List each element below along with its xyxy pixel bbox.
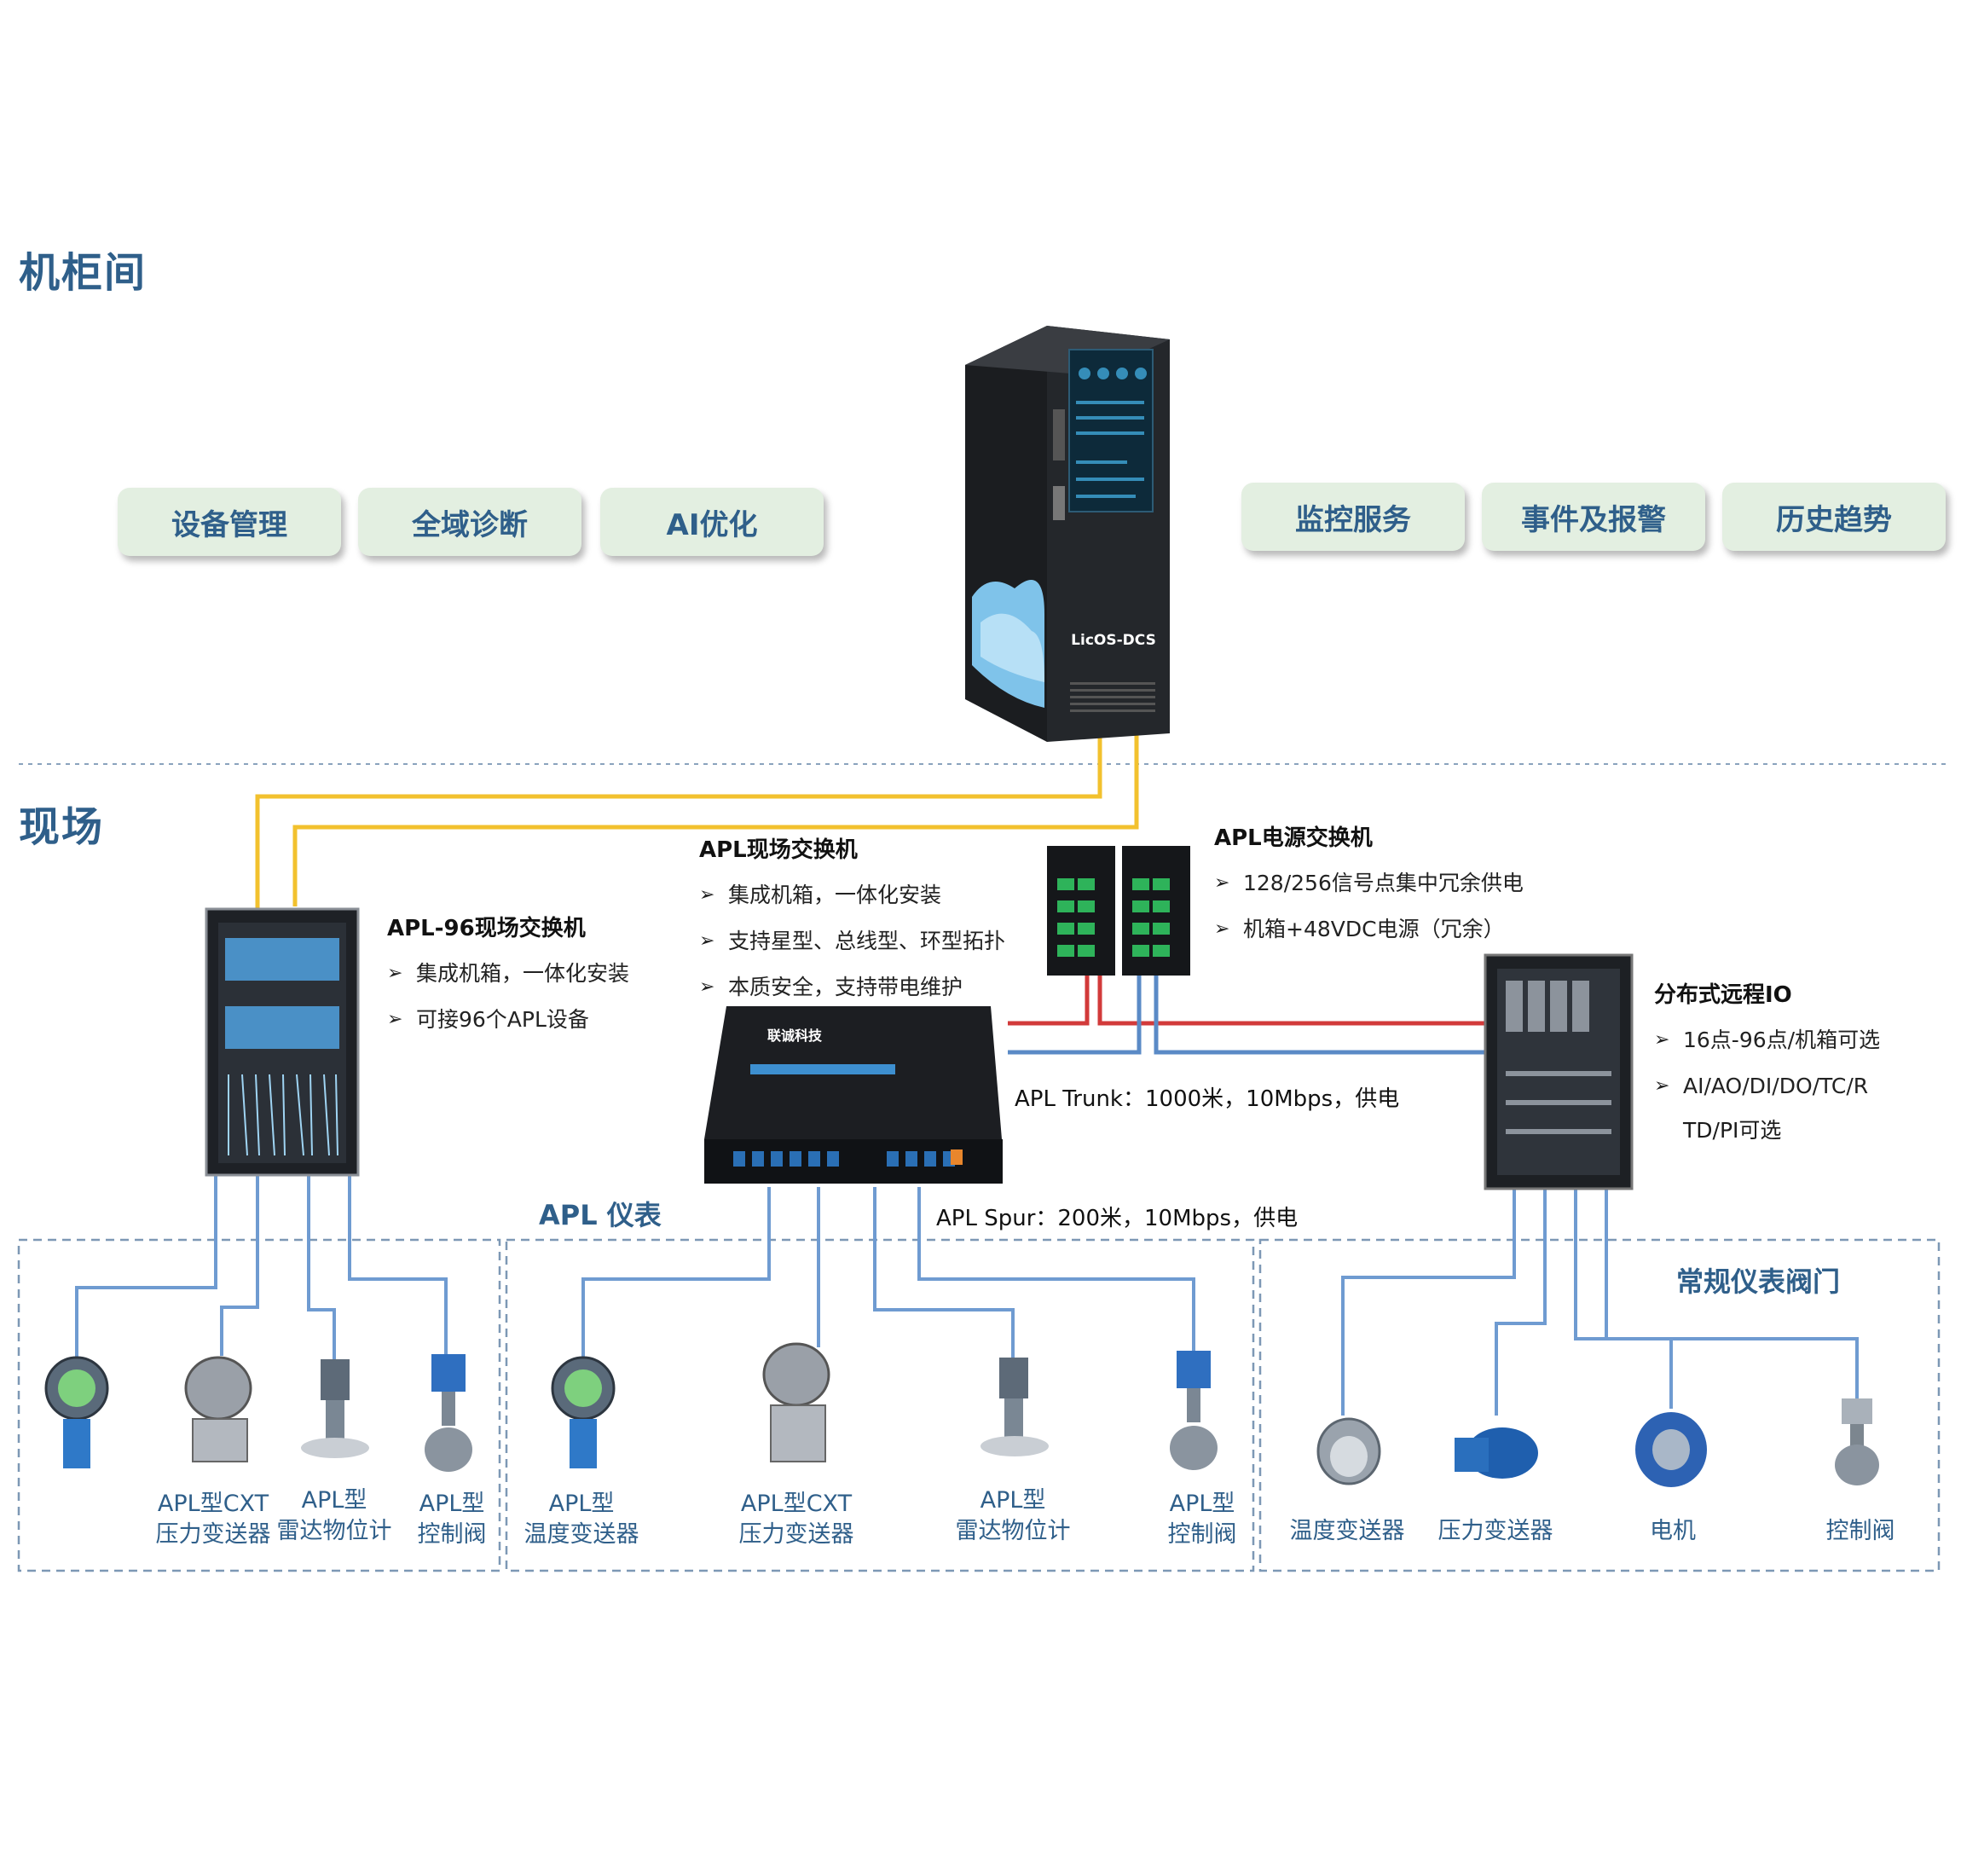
field-title: 现场 [19,803,105,851]
remote-io-bullet-continuation: TD/PI可选 [1683,1118,1782,1143]
instrument-label: APL型 温度变送器 [524,1489,639,1550]
instrument-label-line: APL型CXT [157,1491,269,1517]
licos-dcs-server-cabinet [965,326,1170,742]
remote-io-bullet: 16点-96点/机箱可选 [1654,1026,1910,1055]
instrument-label-line: 压力变送器 [738,1521,854,1548]
apl-field-switch-box [704,1006,1003,1184]
instrument-label-line: APL型 [1169,1491,1235,1517]
field-switch-info: APL现场交换机 集成机箱，一体化安装 支持星型、总线型、环型拓扑 本质安全，支… [699,832,1023,1002]
instrument-label-line: 温度变送器 [524,1521,639,1548]
apl-radar-level-meter-icon-2 [980,1358,1049,1456]
temperature-transmitter-icon-3 [1316,1417,1381,1485]
instrument-label: APL型 控制阀 [1168,1489,1237,1550]
apl-control-valve-icon-1 [425,1354,472,1472]
instrument-label: 温度变送器 [1289,1518,1405,1544]
instrument-label: 控制阀 [1825,1518,1895,1544]
instrument-label-line: APL型 [548,1491,615,1517]
trunk-spec: APL Trunk：1000米，10Mbps，供电 [1015,1086,1400,1112]
apl-power-switches [1047,846,1190,976]
instrument-label: 压力变送器 [1437,1518,1553,1544]
power-switch-bullet: 128/256信号点集中冗余供电 [1214,869,1538,898]
instrument-label-line: APL型CXT [740,1491,853,1517]
conventional-instruments-label: 常规仪表阀门 [1676,1265,1841,1298]
instrument-label: APL型 控制阀 [418,1489,487,1550]
apl-temperature-transmitter-icon-2 [551,1356,616,1468]
remote-io-cabinet [1484,953,1634,1190]
monitoring-service-button[interactable]: 监控服务 [1241,483,1465,551]
field-switch-title: APL现场交换机 [699,837,858,863]
power-switch-title: APL电源交换机 [1214,825,1373,851]
instrument-label: APL型CXT 压力变送器 [156,1489,271,1550]
signal-lines-blue [1008,976,1485,1055]
apl-cxt-pressure-transmitter-icon-1 [184,1356,252,1462]
events-alarms-button[interactable]: 事件及报警 [1482,483,1705,551]
apl-temperature-transmitter-icon-1 [44,1356,109,1468]
spur-lines-group-1 [75,1175,448,1363]
power-lines-red [1008,976,1485,1026]
pressure-transmitter-icon-3 [1455,1427,1538,1479]
instrument-label-line: APL型 [419,1491,485,1517]
remote-io-bullet: AI/AO/DI/DO/TC/R [1654,1072,1910,1101]
instrument-label-line: 雷达物位计 [955,1518,1071,1544]
apl96-info: APL-96现场交换机 集成机箱，一体化安装 可接96个APL设备 [387,911,660,1034]
apl96-title: APL-96现场交换机 [387,916,586,941]
apl-instruments-label: APL 仪表 [539,1199,662,1231]
instrument-label-line: 控制阀 [417,1521,487,1548]
instrument-label-line: 控制阀 [1167,1521,1237,1548]
instrument-label: APL型CXT 压力变送器 [739,1489,854,1550]
apl96-bullet: 集成机箱，一体化安装 [387,959,660,988]
field-switch-bullet: 本质安全，支持带电维护 [699,973,1023,1002]
apl-radar-level-meter-icon-1 [301,1359,369,1458]
remote-io-title: 分布式远程IO [1654,982,1792,1008]
apl96-bullet: 可接96个APL设备 [387,1005,660,1034]
device-management-button[interactable]: 设备管理 [118,488,341,556]
apl-cxt-pressure-transmitter-icon-2 [762,1342,830,1462]
control-valve-icon-3 [1835,1398,1879,1485]
io-lines-group-3 [1341,1189,1859,1416]
trunk-lines-yellow [255,733,1139,926]
field-switch-bullet: 集成机箱，一体化安装 [699,881,1023,910]
instrument-label-line: 雷达物位计 [276,1518,392,1544]
spur-spec: APL Spur：200米，10Mbps，供电 [936,1206,1299,1231]
instrument-label: APL型 雷达物位计 [277,1485,392,1547]
history-trend-button[interactable]: 历史趋势 [1722,483,1946,551]
instrument-label: 电机 [1650,1518,1696,1544]
spur-lines-group-2 [581,1187,1195,1360]
motor-icon [1635,1412,1707,1487]
field-switch-bullet: 支持星型、总线型、环型拓扑 [699,927,1023,956]
apl-control-valve-icon-2 [1170,1351,1218,1470]
switch-brand: 联诚科技 [767,1028,823,1044]
instrument-label-line: APL型 [301,1487,367,1514]
power-switch-info: APL电源交换机 128/256信号点集中冗余供电 机箱+48VDC电源（冗余） [1214,820,1538,944]
apl96-cabinet [205,907,360,1177]
instrument-label-line: APL型 [980,1487,1046,1514]
instrument-label: APL型 雷达物位计 [956,1485,1071,1547]
remote-io-info: 分布式远程IO 16点-96点/机箱可选 AI/AO/DI/DO/TC/R TD… [1654,977,1910,1145]
power-switch-bullet: 机箱+48VDC电源（冗余） [1214,915,1538,944]
cabinet-room-title: 机柜间 [19,249,148,297]
instrument-label-line: 压力变送器 [155,1521,271,1548]
global-diagnosis-button[interactable]: 全域诊断 [358,488,581,556]
server-label: LicOS-DCS [1071,632,1156,649]
ai-optimization-button[interactable]: AI优化 [600,488,824,556]
